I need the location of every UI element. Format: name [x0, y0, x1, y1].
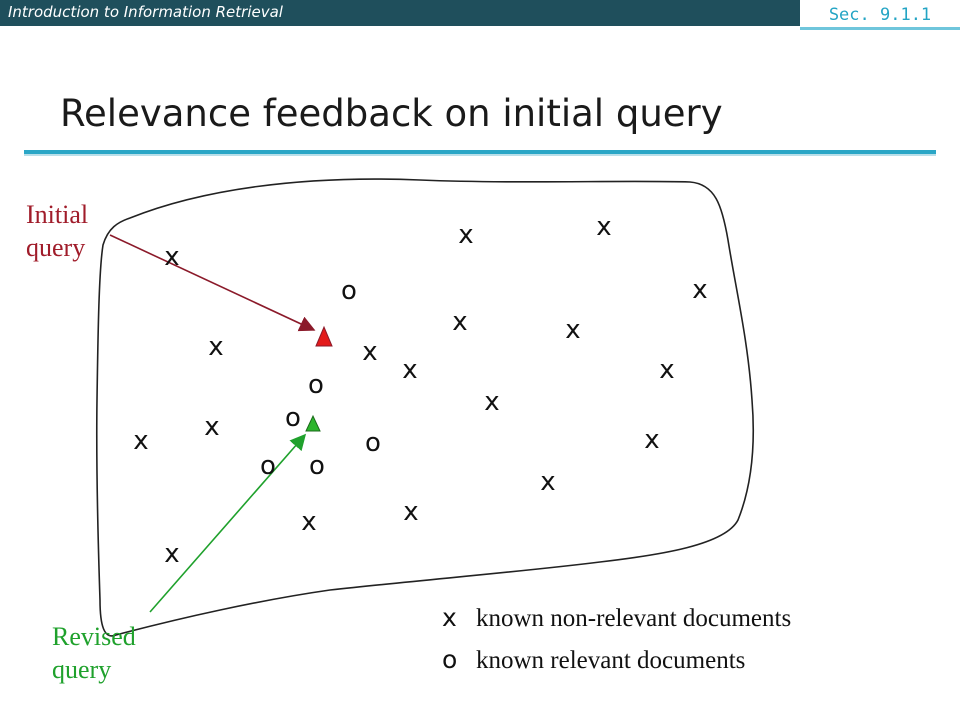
initial-query-triangle	[315, 325, 333, 347]
legend-non-relevant-text: known non-relevant documents	[476, 605, 792, 632]
revised-query-arrow	[149, 433, 307, 613]
non-relevant-doc-marker: x	[452, 307, 467, 337]
non-relevant-doc-marker: x	[208, 332, 223, 362]
slide-title: Relevance feedback on initial query	[60, 92, 723, 135]
non-relevant-doc-marker: x	[164, 539, 179, 569]
title-rule-shadow	[24, 154, 936, 156]
non-relevant-doc-marker: x	[458, 220, 473, 250]
legend-non-relevant: x known non-relevant documents	[442, 603, 791, 633]
initial-query-label: Initial query	[26, 198, 88, 264]
initial-query-arrow	[109, 234, 316, 332]
relevant-doc-marker: o	[260, 451, 276, 481]
non-relevant-doc-marker: x	[692, 275, 707, 305]
relevant-doc-marker: o	[341, 276, 357, 306]
legend-non-relevant-symbol: x	[442, 603, 457, 632]
non-relevant-doc-marker: x	[164, 242, 179, 272]
revised-query-line-1: Revised	[52, 622, 136, 651]
legend-relevant-text: known relevant documents	[476, 647, 746, 674]
initial-query-line-2: query	[26, 233, 86, 262]
title-rule	[24, 150, 936, 154]
non-relevant-doc-marker: x	[596, 212, 611, 242]
initial-query-line-1: Initial	[26, 200, 89, 229]
revised-query-triangle	[305, 414, 321, 432]
non-relevant-doc-marker: x	[540, 467, 555, 497]
non-relevant-doc-marker: x	[362, 337, 377, 367]
non-relevant-doc-marker: x	[133, 426, 148, 456]
non-relevant-doc-marker: x	[403, 497, 418, 527]
relevant-doc-marker: o	[285, 403, 301, 433]
relevant-doc-marker: o	[365, 428, 381, 458]
legend-relevant: o known relevant documents	[442, 645, 745, 675]
course-title: Introduction to Information Retrieval	[8, 3, 283, 21]
legend-relevant-symbol: o	[442, 645, 458, 674]
non-relevant-doc-marker: x	[204, 412, 219, 442]
non-relevant-doc-marker: x	[301, 507, 316, 537]
non-relevant-doc-marker: x	[659, 355, 674, 385]
revised-query-line-2: query	[52, 655, 112, 684]
relevant-doc-marker: o	[308, 370, 324, 400]
non-relevant-doc-marker: x	[402, 355, 417, 385]
non-relevant-doc-marker: x	[484, 387, 499, 417]
non-relevant-doc-marker: x	[565, 315, 580, 345]
section-label: Sec. 9.1.1	[800, 0, 960, 30]
non-relevant-doc-marker: x	[644, 425, 659, 455]
document-space-boundary	[95, 178, 754, 637]
revised-query-label: Revised query	[52, 620, 136, 686]
relevant-doc-marker: o	[309, 451, 325, 481]
